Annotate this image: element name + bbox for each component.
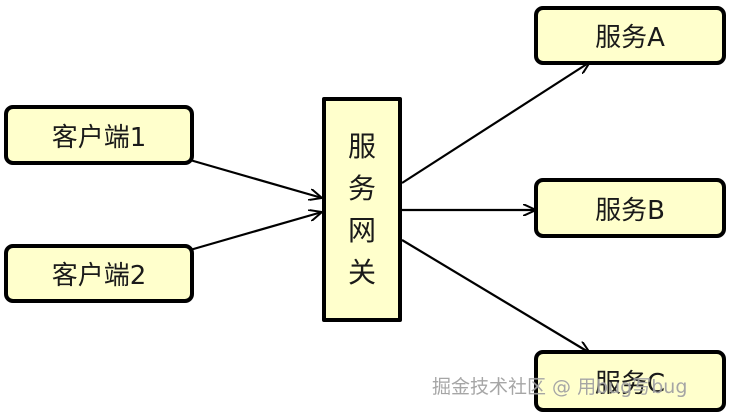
client-1-box: 客户端1 xyxy=(4,105,194,165)
service-b-box: 服务B xyxy=(534,178,726,238)
arrow-client2-to-gateway xyxy=(189,212,322,252)
watermark-text: 掘金技术社区 @ 用bug写bug xyxy=(432,376,688,398)
gateway-char-3: 网 xyxy=(347,213,376,247)
service-c-label: 服务C xyxy=(594,368,666,399)
gateway-char-1: 服 xyxy=(347,129,376,163)
gateway-char-4: 关 xyxy=(347,255,376,289)
client-2-label: 客户端2 xyxy=(51,261,147,291)
gateway-box: 服 务 网 关 xyxy=(322,97,402,322)
gateway-char-2: 务 xyxy=(347,171,376,205)
arrow-gateway-to-service-c xyxy=(401,239,590,353)
service-c-box: 服务C xyxy=(534,350,726,412)
client-1-label: 客户端1 xyxy=(51,122,147,153)
service-a-box: 服务A xyxy=(534,6,726,65)
arrow-client1-to-gateway xyxy=(189,158,322,198)
service-b-label: 服务B xyxy=(595,195,665,226)
client-2-box: 客户端2 xyxy=(4,244,194,303)
arrow-gateway-to-service-a xyxy=(401,62,590,184)
service-a-label: 服务A xyxy=(595,23,665,53)
